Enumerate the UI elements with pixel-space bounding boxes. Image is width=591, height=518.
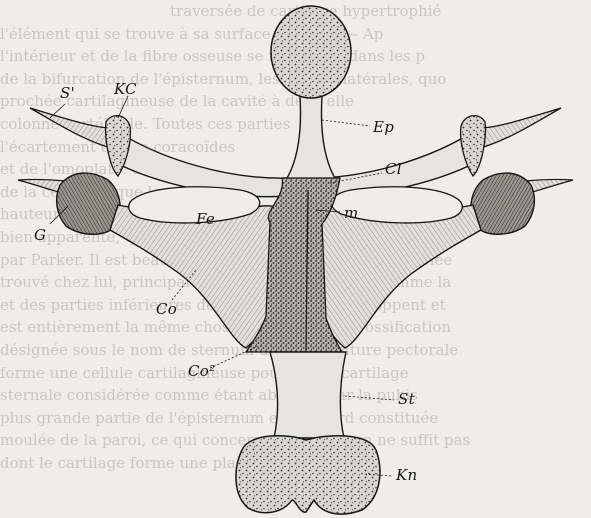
- label-g: G: [34, 226, 46, 244]
- label-cl: Cl: [385, 160, 402, 178]
- left-suprascapula: [30, 108, 118, 150]
- label-ep: Ep: [373, 118, 394, 136]
- label-co: Co: [156, 300, 177, 318]
- xiphisternum-cartilage: [236, 436, 380, 514]
- leader-st: [345, 396, 394, 400]
- sternum-body: [270, 352, 346, 438]
- leader-ep: [322, 120, 370, 126]
- episternum-knob: [271, 6, 351, 98]
- leader-co2: [210, 346, 258, 368]
- left-fenestra: [129, 187, 260, 223]
- leader-kc: [118, 96, 128, 118]
- label-s: S': [60, 84, 75, 102]
- label-kn: Kn: [396, 466, 417, 484]
- label-fe: Fe: [196, 210, 215, 228]
- label-m: m: [344, 204, 359, 222]
- label-co2: Co²: [188, 362, 215, 380]
- label-kc: KC: [114, 80, 137, 98]
- label-st: St: [398, 390, 415, 408]
- left-glenoid: [57, 173, 121, 234]
- episternum-stalk: [286, 96, 336, 180]
- right-half: [297, 108, 573, 348]
